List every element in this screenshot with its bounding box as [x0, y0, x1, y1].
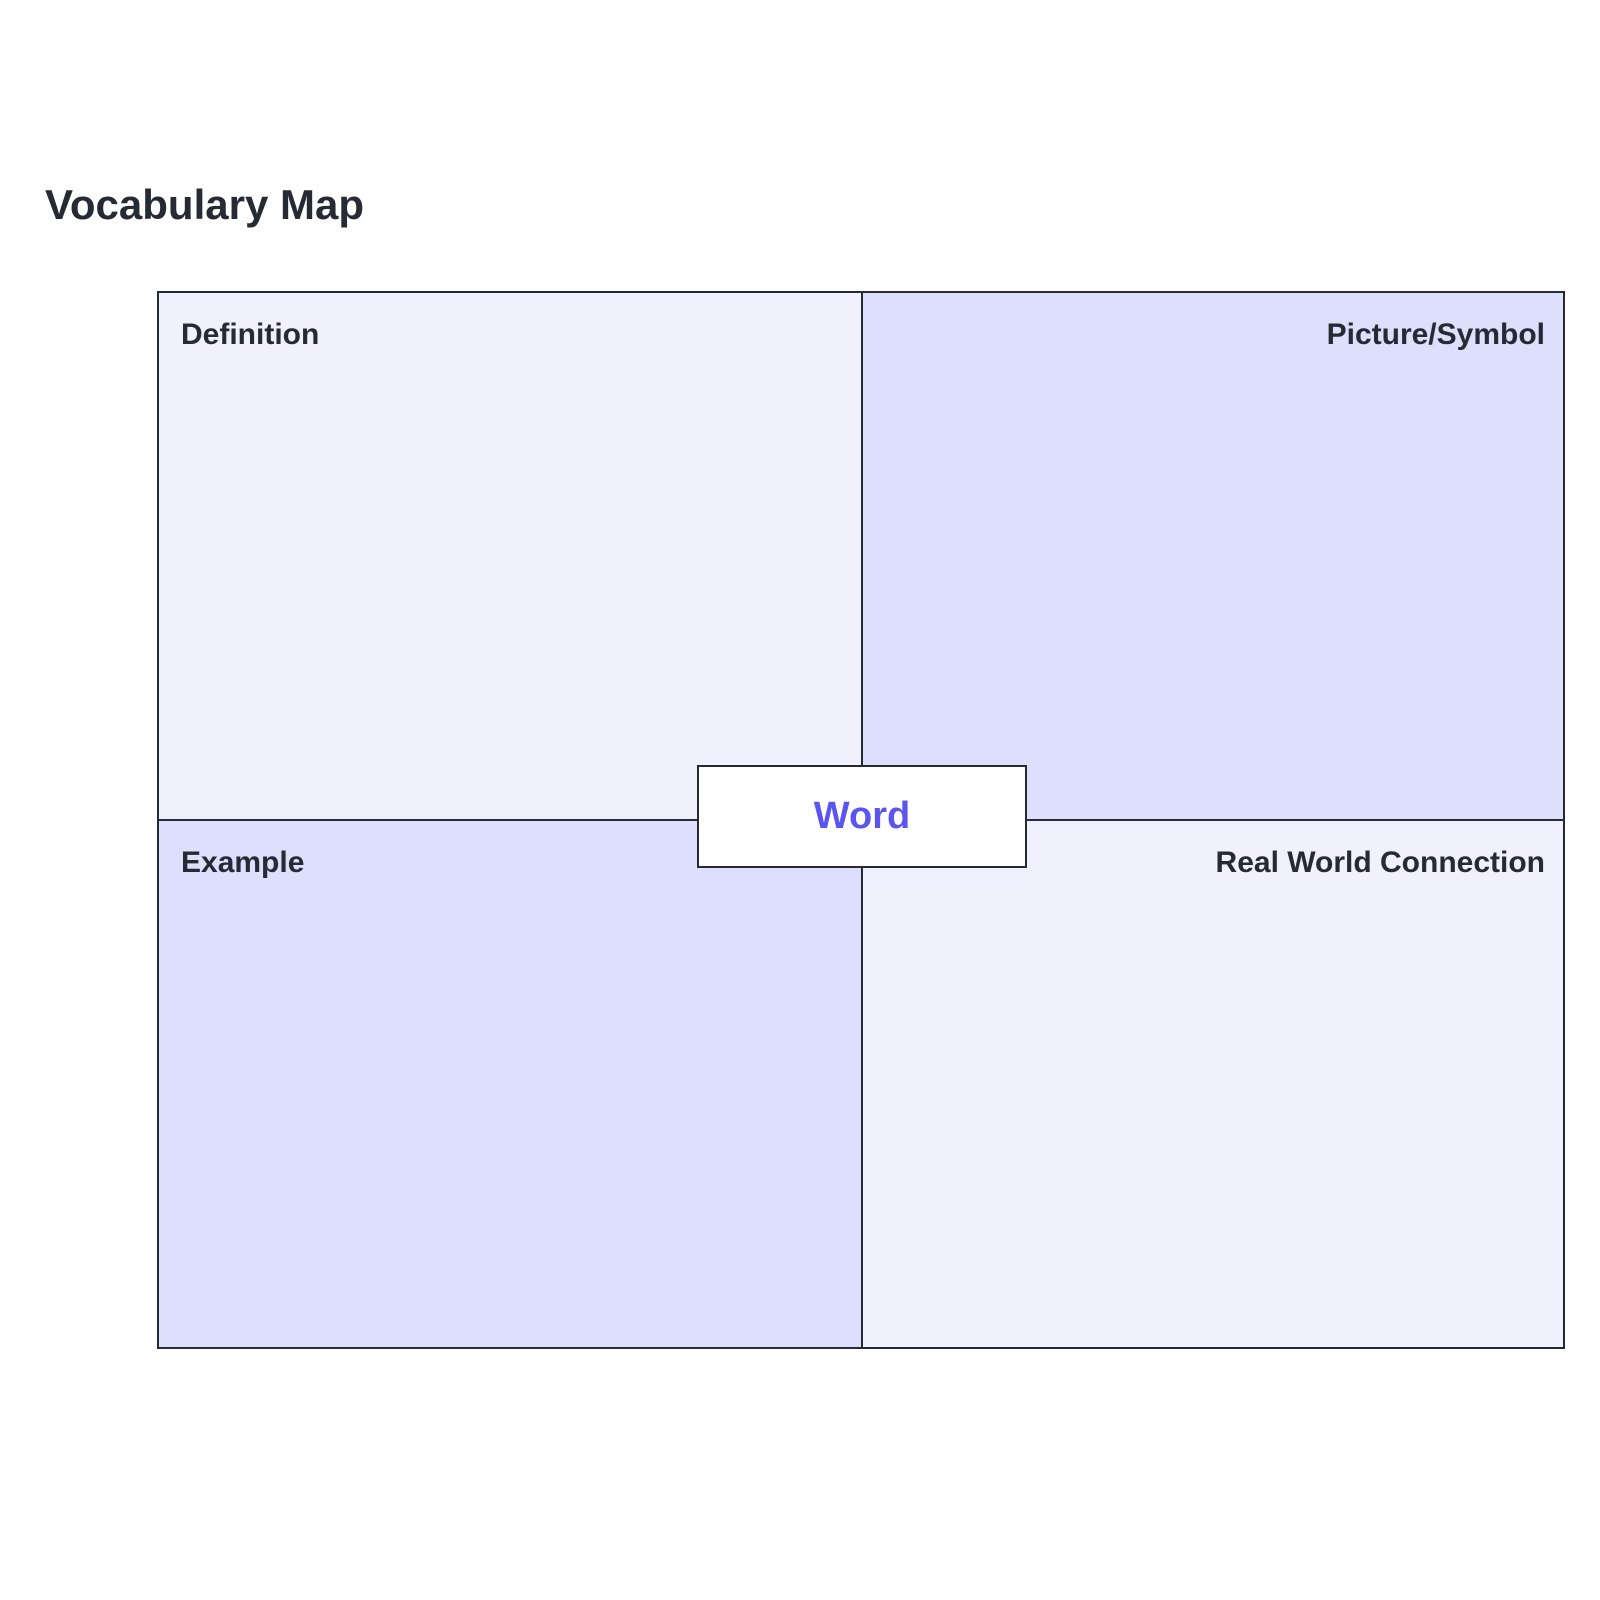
quadrant-picture-symbol: Picture/Symbol [862, 293, 1563, 820]
quadrant-definition: Definition [159, 293, 862, 820]
vocabulary-map-frame: Definition Picture/Symbol Example Real W… [157, 291, 1565, 1349]
quadrant-label-picture-symbol: Picture/Symbol [1326, 318, 1545, 351]
quadrant-label-example: Example [181, 846, 305, 879]
center-word-box: Word [697, 765, 1027, 868]
quadrant-real-world-connection: Real World Connection [862, 820, 1563, 1347]
quadrant-label-definition: Definition [181, 318, 320, 351]
page-title: Vocabulary Map [45, 181, 364, 228]
quadrant-example: Example [159, 820, 862, 1347]
center-word-label: Word [813, 795, 911, 837]
quadrant-label-real-world-connection: Real World Connection [1215, 846, 1545, 879]
